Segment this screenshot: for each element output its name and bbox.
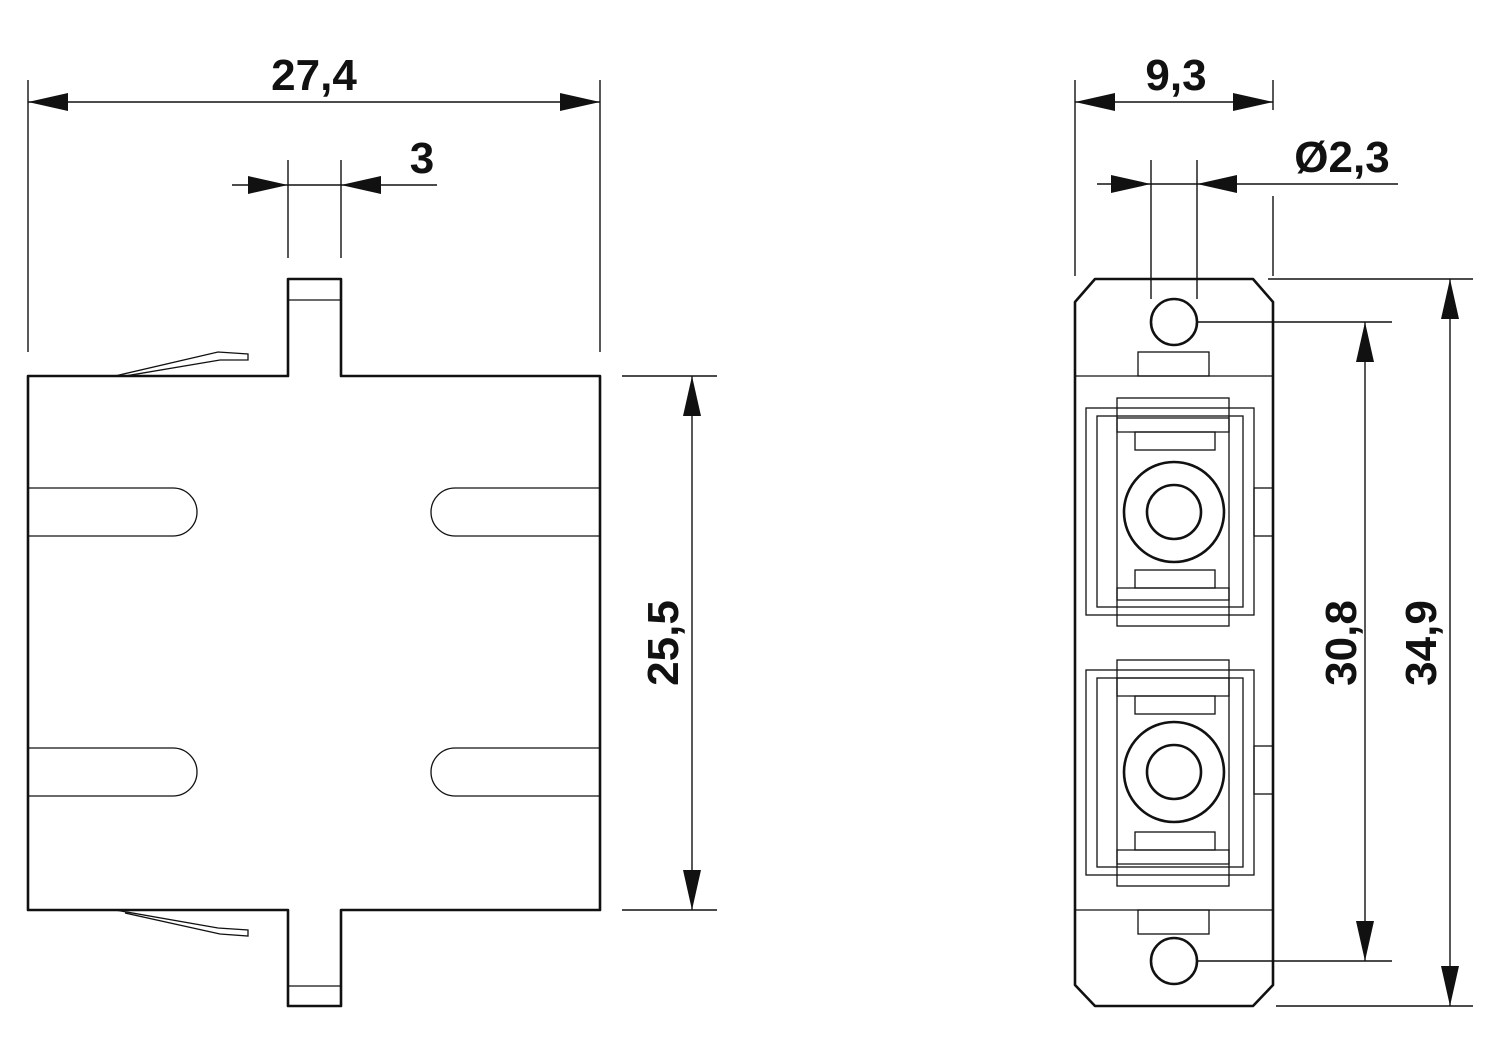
ferrule-sleeve-upper <box>1122 460 1226 564</box>
top-latch-clip <box>114 351 249 377</box>
slot-upper-right <box>430 487 600 537</box>
sc-port-upper <box>1085 397 1274 627</box>
bottom-key-block <box>1137 909 1210 935</box>
mounting-hole-bottom <box>1149 936 1199 986</box>
dimension-width-front-label: 9,3 <box>1145 51 1206 100</box>
slot-lower-left <box>28 747 198 797</box>
front-view: 9,3 Ø2,3 30,8 34,9 <box>1073 51 1473 1008</box>
slot-upper-left <box>28 487 198 537</box>
dimension-width-side-label: 27,4 <box>271 51 357 100</box>
bottom-latch-clip <box>114 909 249 937</box>
mounting-hole-top <box>1149 297 1199 347</box>
front-view-outline <box>1073 277 1275 1008</box>
dimension-tab-width-label: 3 <box>410 134 434 183</box>
ferrule-upper <box>1145 483 1203 541</box>
dimension-width-front: 9,3 <box>1074 51 1274 276</box>
dimension-hole-diameter: Ø2,3 <box>1097 133 1398 299</box>
top-key-block <box>1137 351 1210 377</box>
dimension-height-side-label: 25,5 <box>639 600 688 686</box>
dimension-hole-spacing: 30,8 <box>1198 321 1392 962</box>
dimension-tab-width: 3 <box>232 134 437 258</box>
ferrule-lower <box>1145 743 1203 801</box>
dimension-height-front-label: 34,9 <box>1397 600 1446 686</box>
dimension-hole-diameter-label: Ø2,3 <box>1294 133 1389 182</box>
dimension-height-side: 25,5 <box>622 375 717 911</box>
dimension-hole-spacing-label: 30,8 <box>1317 600 1366 686</box>
side-view-outline <box>26 277 602 1008</box>
dimension-height-front: 34,9 <box>1268 278 1473 1007</box>
ferrule-sleeve-lower <box>1122 720 1226 824</box>
sc-port-lower <box>1085 659 1274 887</box>
slot-lower-right <box>430 747 600 797</box>
side-view: 27,4 3 25,5 <box>26 51 717 1008</box>
dimension-width-side: 27,4 <box>27 51 601 352</box>
